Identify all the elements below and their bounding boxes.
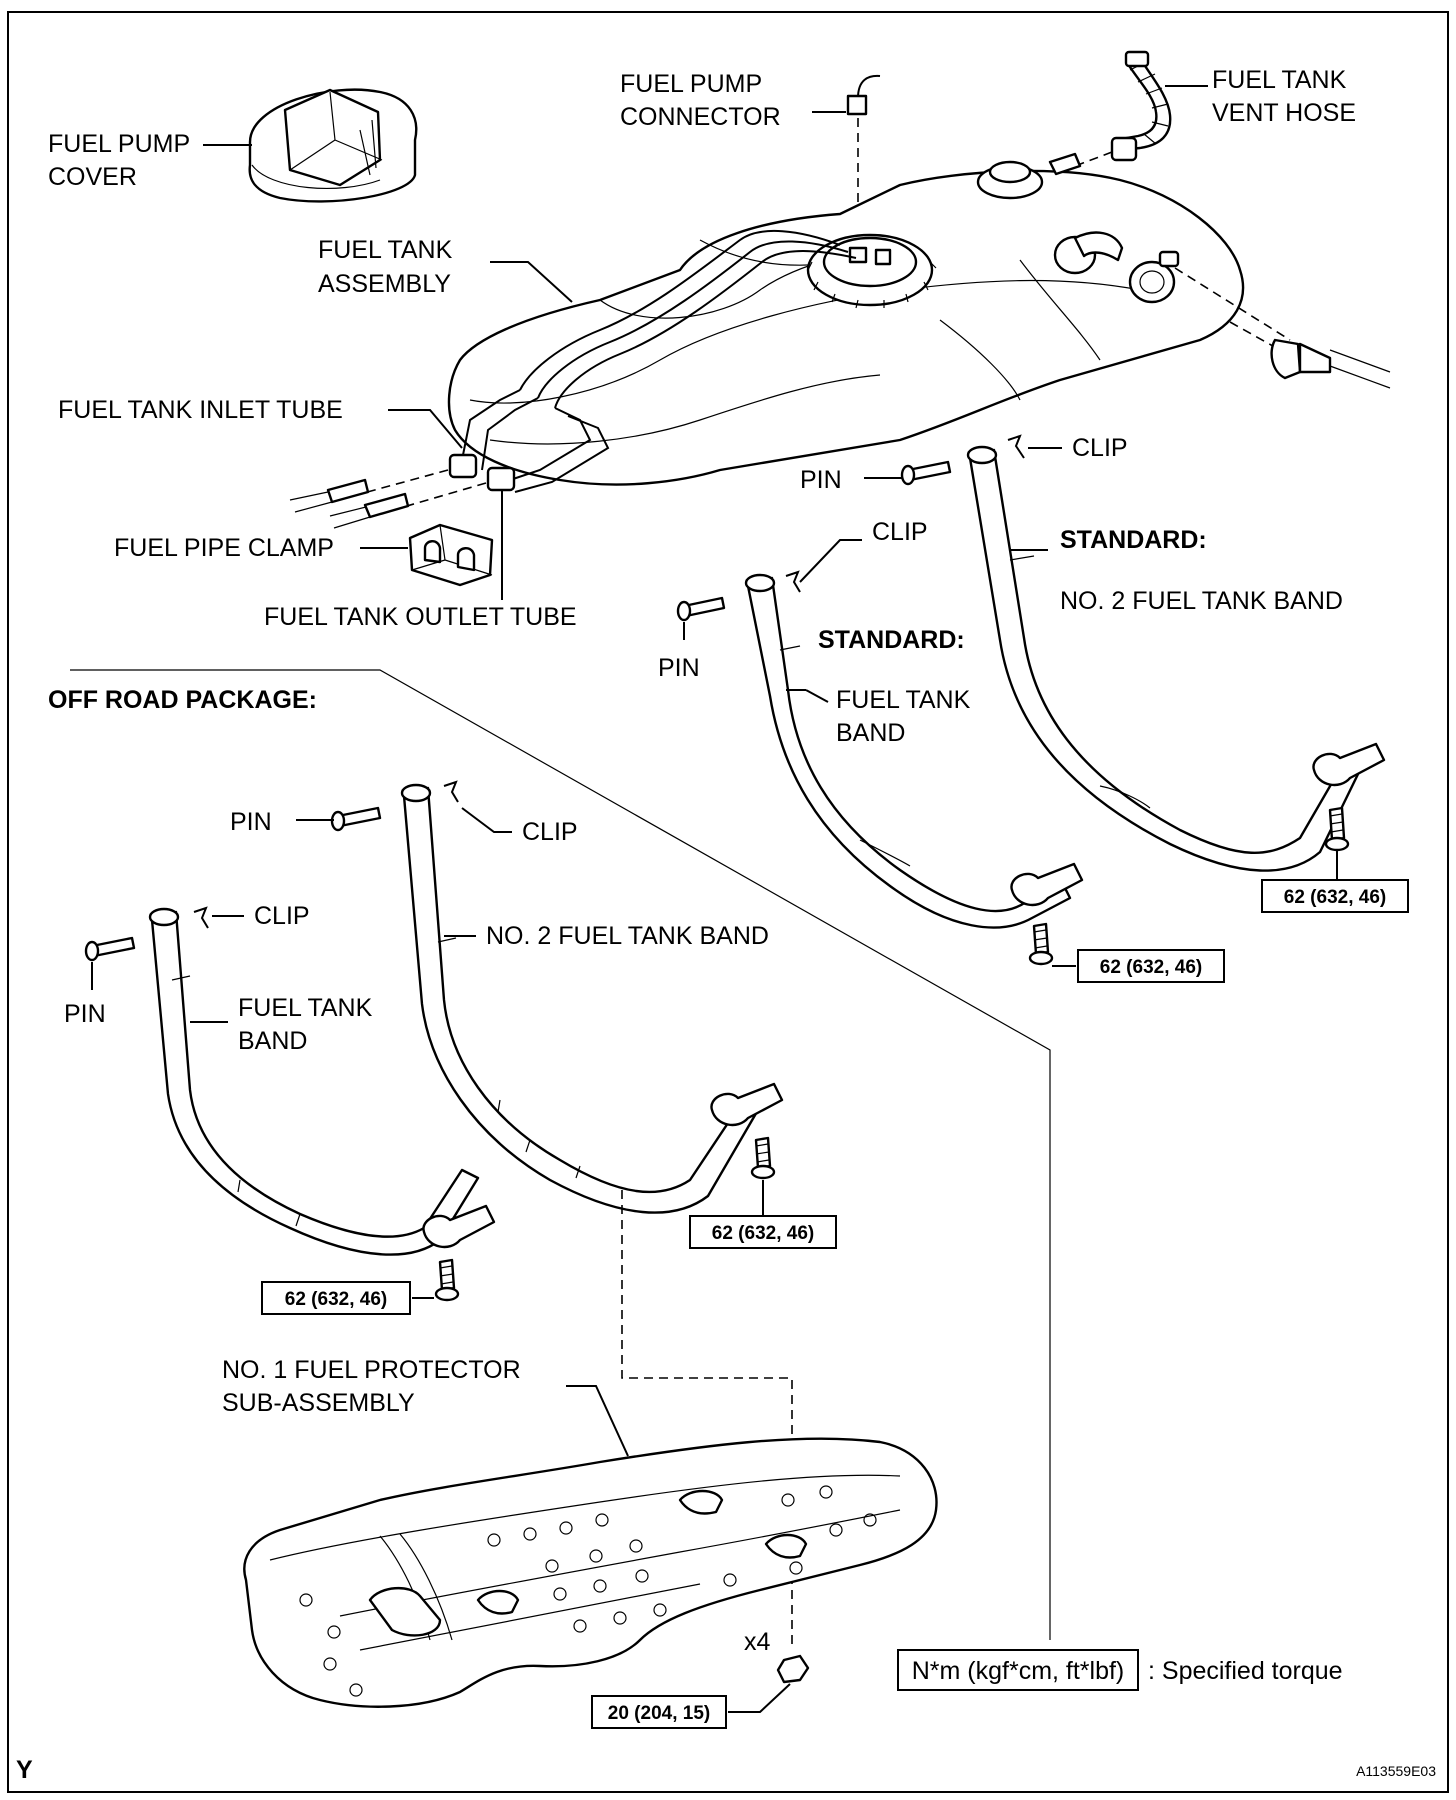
- label-off-road-package: OFF ROAD PACKAGE:: [48, 686, 317, 714]
- section-divider-line: [70, 669, 1051, 1640]
- label-fuel-tank-assembly-2: ASSEMBLY: [318, 270, 451, 298]
- label-fuel-pump-connector-2: CONNECTOR: [620, 103, 781, 131]
- label-fuel-tank-band-offroad-1: FUEL TANK: [238, 994, 373, 1022]
- leader-torque-protector: [728, 1683, 791, 1713]
- legend-unit-box: [897, 1649, 1139, 1691]
- label-fuel-pump-cover-2: COVER: [48, 163, 137, 191]
- label-fuel-tank-inlet-tube: FUEL TANK INLET TUBE: [58, 396, 343, 424]
- hose-ends: [289, 469, 487, 529]
- pin-offroad-band: [84, 936, 136, 962]
- leader-clip-offroad-no2: [461, 807, 512, 833]
- fuel-pump-cover: [248, 88, 418, 203]
- leader-standard-band-2: [805, 689, 829, 703]
- clip-offroad-no2: [443, 780, 459, 803]
- label-pin-standard-band: PIN: [658, 654, 700, 682]
- bolt-offroad-band: [434, 1258, 460, 1302]
- standard-no2-fuel-tank-band: [966, 445, 1386, 872]
- label-fuel-tank-band-standard-1: FUEL TANK: [836, 686, 971, 714]
- torque-box-standard-band: [1077, 949, 1225, 983]
- label-fuel-pump-connector-1: FUEL PUMP: [620, 70, 762, 98]
- corner-mark: Y: [16, 1756, 33, 1784]
- label-standard-right: STANDARD:: [1060, 526, 1207, 554]
- leader-fuel-tank-inlet-tube: [388, 409, 463, 449]
- label-fuel-tank-band-offroad-2: BAND: [238, 1027, 307, 1055]
- offroad-fuel-tank-band: [148, 907, 496, 1256]
- label-pin-offroad-no2: PIN: [230, 808, 272, 836]
- leader-fuel-tank-assembly: [490, 261, 573, 303]
- label-no1-fuel-protector-1: NO. 1 FUEL PROTECTOR: [222, 1356, 521, 1384]
- torque-box-offroad-no2: [689, 1215, 837, 1249]
- label-fuel-tank-outlet-tube: FUEL TANK OUTLET TUBE: [264, 603, 577, 631]
- legend-description: : Specified torque: [1148, 1657, 1343, 1685]
- no1-fuel-protector: [243, 1437, 938, 1708]
- leader-clip-standard-band: [799, 539, 862, 583]
- bolt-offroad-no2: [750, 1136, 776, 1180]
- label-no1-fuel-protector-2: SUB-ASSEMBLY: [222, 1389, 415, 1417]
- torque-offroad-band: 62 (632, 46): [285, 1289, 387, 1310]
- fuel-pipe-clamp: [408, 523, 494, 587]
- fuel-tank-side-bracket: [1174, 267, 1391, 389]
- leader-no1-fuel-protector: [566, 1385, 629, 1457]
- label-fuel-pipe-clamp: FUEL PIPE CLAMP: [114, 534, 334, 562]
- label-no2-fuel-tank-band-standard: NO. 2 FUEL TANK BAND: [1060, 587, 1343, 615]
- diagram-frame: [7, 11, 1449, 1793]
- label-fuel-pump-cover-1: FUEL PUMP: [48, 130, 190, 158]
- label-pin-offroad-band: PIN: [64, 1000, 106, 1028]
- pin-offroad-no2: [330, 806, 382, 832]
- pin-standard-band: [676, 596, 726, 622]
- fuel-pump-connector: [846, 74, 881, 116]
- clip-standard-no2: [1007, 434, 1025, 459]
- protector-holes: [299, 1485, 877, 1697]
- torque-box-standard-no2: [1261, 879, 1409, 913]
- offroad-no2-fuel-tank-band: [400, 783, 784, 1214]
- fuel-tank-assembly: [447, 152, 1245, 493]
- torque-protector-nut: 20 (204, 15): [608, 1703, 710, 1724]
- torque-standard-band: 62 (632, 46): [1100, 957, 1202, 978]
- protector-dashed-guide-1: [621, 1190, 793, 1650]
- label-clip-standard-no2: CLIP: [1072, 434, 1128, 462]
- label-clip-offroad-band: CLIP: [254, 902, 310, 930]
- label-standard-middle: STANDARD:: [818, 626, 965, 654]
- clip-offroad-band: [193, 906, 209, 929]
- legend-unit-text: N*m (kgf*cm, ft*lbf): [912, 1657, 1125, 1685]
- label-fuel-tank-vent-hose-1: FUEL TANK: [1212, 66, 1347, 94]
- label-fuel-tank-band-standard-2: BAND: [836, 719, 905, 747]
- torque-box-protector: [591, 1695, 727, 1729]
- torque-standard-no2: 62 (632, 46): [1284, 887, 1386, 908]
- clip-standard-band: [785, 570, 801, 593]
- pin-standard-no2: [900, 460, 952, 486]
- torque-offroad-no2: 62 (632, 46): [712, 1223, 814, 1244]
- label-fuel-tank-vent-hose-2: VENT HOSE: [1212, 99, 1356, 127]
- torque-box-offroad-band: [261, 1281, 411, 1315]
- fuel-tank-vent-hose: [1110, 50, 1172, 162]
- protector-nut: [776, 1654, 810, 1684]
- label-clip-standard-band: CLIP: [872, 518, 928, 546]
- figure-code: A113559E03: [1356, 1763, 1436, 1779]
- bolt-standard-band: [1028, 922, 1054, 966]
- label-pin-standard-no2: PIN: [800, 466, 842, 494]
- label-fuel-tank-assembly-1: FUEL TANK: [318, 236, 453, 264]
- label-quantity-x4: x4: [744, 1628, 771, 1656]
- label-clip-offroad-no2: CLIP: [522, 818, 578, 846]
- standard-fuel-tank-band: [744, 573, 1084, 929]
- label-no2-fuel-tank-band-offroad: NO. 2 FUEL TANK BAND: [486, 922, 769, 950]
